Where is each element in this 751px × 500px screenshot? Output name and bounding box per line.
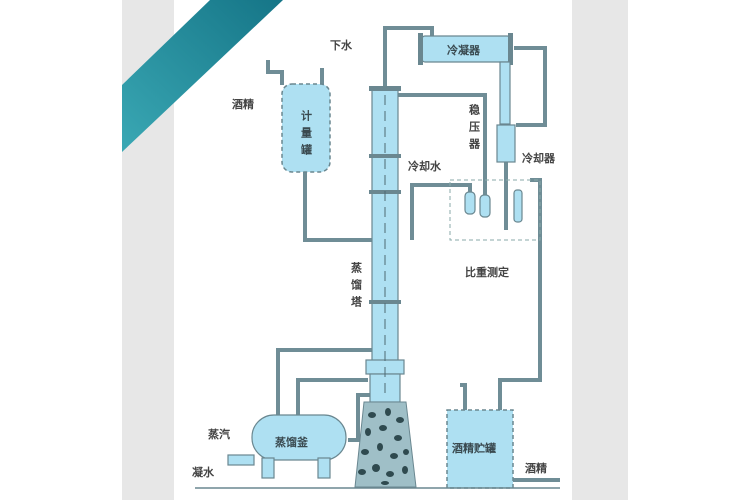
label-condenser: 冷凝器 — [447, 43, 481, 57]
label-cooler: 冷却器 — [522, 151, 556, 165]
still — [227, 414, 347, 479]
alcohol-storage-tank — [446, 409, 514, 489]
accent-band — [122, 0, 283, 152]
label-steam: 蒸汽 — [208, 427, 230, 441]
label-condensate: 凝水 — [192, 465, 215, 479]
condenser — [418, 33, 516, 163]
label-storage-tank: 酒精贮罐 — [452, 441, 496, 455]
label-metering-tank: 计量罐 — [300, 109, 314, 161]
pipes — [266, 26, 560, 482]
label-column: 蒸馏塔 — [350, 261, 363, 313]
label-stabilizer: 稳压器 — [468, 103, 482, 155]
label-alcohol-out: 酒精 — [525, 461, 547, 475]
distillation-column — [354, 86, 417, 488]
hydrometer-3 — [513, 189, 523, 223]
hydrometer-1 — [464, 191, 476, 215]
label-specific-gravity: 比重测定 — [465, 265, 509, 279]
label-cooling-water: 冷却水 — [408, 159, 442, 173]
right-gray-strip — [572, 0, 628, 500]
label-water-in: 下水 — [330, 38, 353, 52]
label-still: 蒸馏釜 — [275, 435, 309, 449]
metering-tank — [281, 83, 331, 173]
hydrometer-2 — [479, 194, 491, 218]
specific-gravity-frame — [449, 179, 541, 241]
label-alcohol-top: 酒精 — [232, 97, 254, 111]
